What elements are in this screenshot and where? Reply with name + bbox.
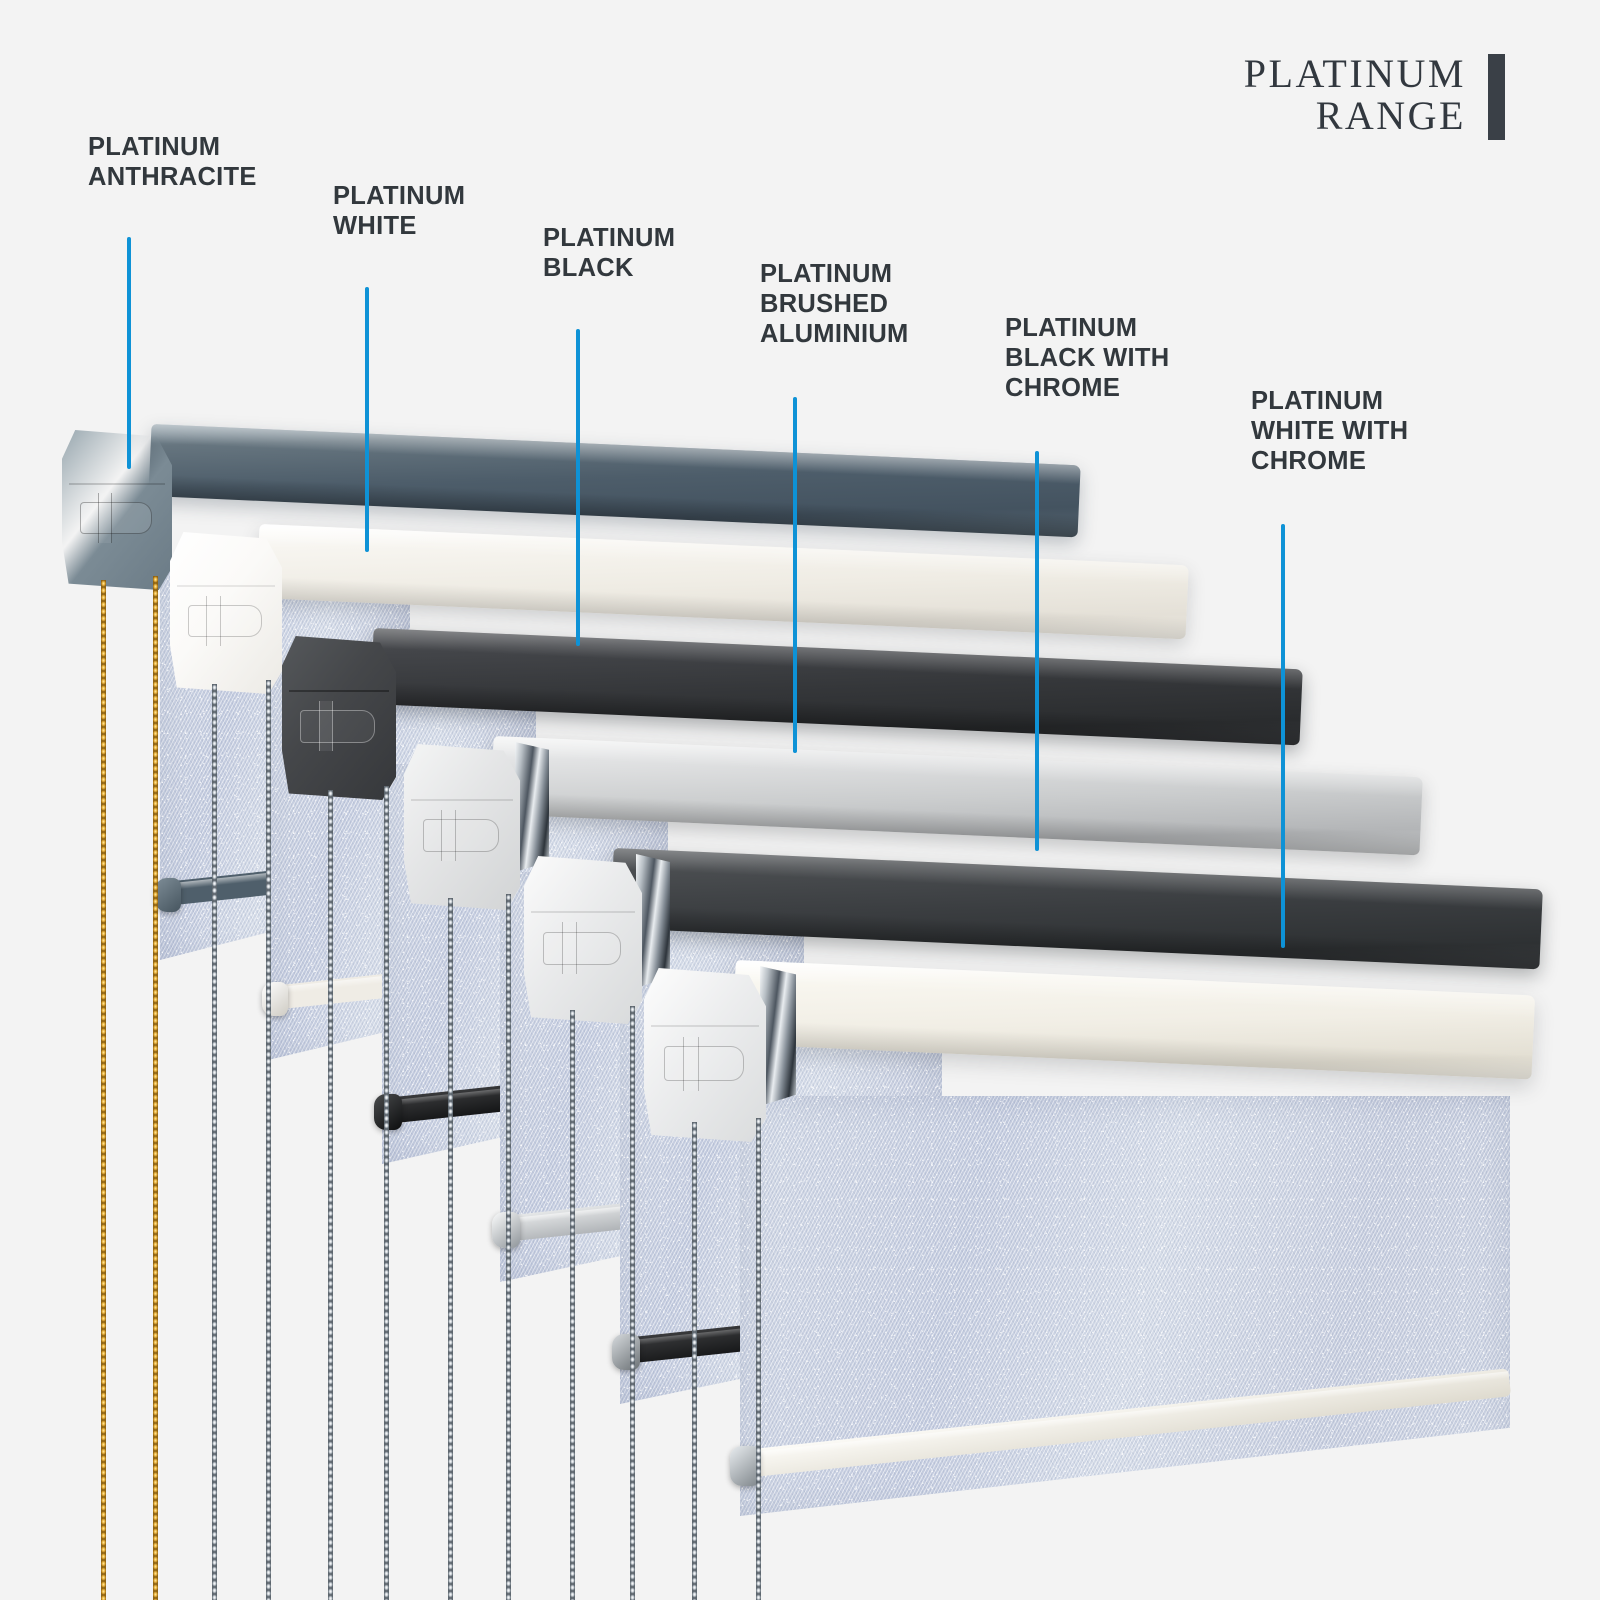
endcap-white-with-chrome [644, 968, 766, 1142]
brand-logo-line2: RANGE [1315, 93, 1466, 138]
bead-chain-white-a[interactable] [212, 684, 217, 1600]
bottom-bar-endcap-white-with-chrome [730, 1446, 760, 1486]
endcap-anthracite [62, 430, 172, 590]
callout-platinum-brushed-aluminium: PLATINUM BRUSHED ALUMINIUM [760, 259, 909, 349]
endcap-white [170, 532, 282, 694]
chrome-trim-brushed-aluminium [515, 742, 549, 872]
endcap-slot-brushed-aluminium [422, 809, 500, 861]
leader-line-platinum-anthracite [127, 237, 131, 469]
endcap-black [282, 636, 396, 800]
bead-chain-anthracite-b[interactable] [153, 576, 158, 1600]
leader-line-platinum-black-with-chrome [1035, 451, 1039, 851]
callout-platinum-black-with-chrome: PLATINUM BLACK WITH CHROME [1005, 313, 1169, 403]
callout-label-platinum-black-with-chrome: PLATINUM BLACK WITH CHROME [1005, 314, 1170, 403]
callout-label-platinum-black: PLATINUM BLACK [543, 224, 676, 283]
brand-logo-bar-icon [1488, 54, 1505, 140]
bead-chain-black-b[interactable] [384, 786, 389, 1600]
bead-chain-brushed-aluminium-b[interactable] [506, 894, 511, 1600]
bottom-bar-endcap-anthracite [155, 878, 181, 912]
brand-logo: PLATINUM RANGE [1244, 50, 1505, 140]
endcap-slot-white-with-chrome [663, 1036, 745, 1091]
brand-logo-text: PLATINUM RANGE [1243, 50, 1466, 138]
endcap-black-with-chrome [524, 856, 642, 1024]
callout-label-platinum-white-with-chrome: PLATINUM WHITE WITH CHROME [1251, 387, 1409, 476]
bead-chain-black-with-chrome-b[interactable] [630, 1006, 635, 1600]
endcap-slot-anthracite [79, 493, 153, 543]
headrail-anthracite [148, 424, 1081, 538]
endcap-slot-black [300, 700, 376, 752]
bottom-bar-endcap-black-with-chrome [612, 1334, 640, 1370]
bead-chain-black-a[interactable] [328, 790, 333, 1600]
bead-chain-brushed-aluminium-a[interactable] [448, 898, 453, 1600]
endcap-slot-white [187, 596, 262, 646]
leader-line-platinum-white-with-chrome [1281, 524, 1285, 948]
bead-chain-white-with-chrome-a[interactable] [692, 1122, 697, 1600]
callout-label-platinum-anthracite: PLATINUM ANTHRACITE [88, 133, 257, 192]
callout-platinum-anthracite: PLATINUM ANTHRACITE [88, 132, 257, 192]
bead-chain-white-with-chrome-b[interactable] [756, 1118, 761, 1600]
brand-logo-line1: PLATINUM [1243, 50, 1466, 96]
leader-line-platinum-black [576, 329, 580, 646]
callout-platinum-white-with-chrome: PLATINUM WHITE WITH CHROME [1251, 386, 1408, 476]
leader-line-platinum-white [365, 287, 369, 552]
bead-chain-black-with-chrome-a[interactable] [570, 1010, 575, 1600]
leader-line-platinum-brushed-aluminium [793, 397, 797, 753]
endcap-brushed-aluminium [404, 744, 520, 910]
callout-label-platinum-brushed-aluminium: PLATINUM BRUSHED ALUMINIUM [760, 260, 909, 349]
callout-platinum-black: PLATINUM BLACK [543, 223, 675, 283]
endcap-slot-black-with-chrome [542, 922, 621, 975]
callout-label-platinum-white: PLATINUM WHITE [333, 182, 466, 241]
chrome-trim-white-with-chrome [760, 966, 796, 1106]
bead-chain-white-b[interactable] [266, 680, 271, 1600]
callout-platinum-white: PLATINUM WHITE [333, 181, 465, 241]
bead-chain-anthracite-a[interactable] [101, 580, 106, 1600]
